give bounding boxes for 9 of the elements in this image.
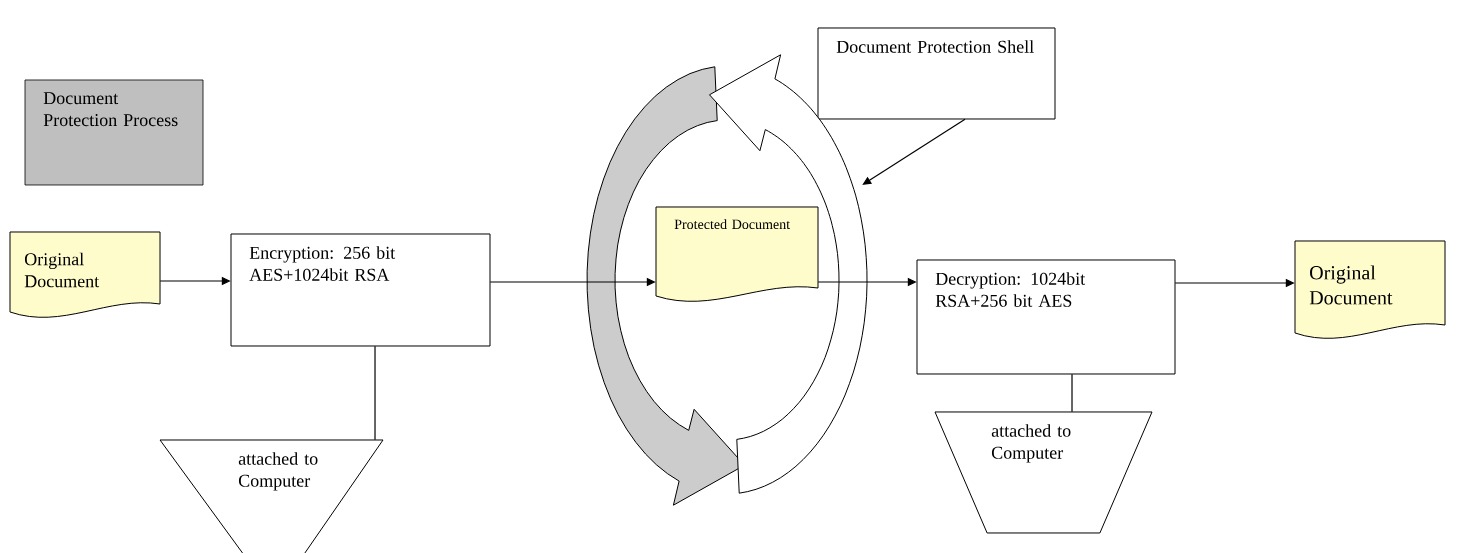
process-box: Decryption: 1024bit RSA+256 bit AES [916, 259, 1176, 375]
process-box: Document Protection Process [24, 79, 204, 186]
connector-line [1071, 373, 1073, 413]
arrow [862, 118, 966, 185]
process-box: Encryption: 256 bit AES+1024bit RSA [230, 233, 491, 347]
key-trapezoid: attached to Computer [159, 439, 384, 553]
connector-line [374, 345, 376, 441]
key-trapezoid: attached to Computer [934, 411, 1153, 534]
process-box: Document Protection Shell [817, 27, 1056, 120]
